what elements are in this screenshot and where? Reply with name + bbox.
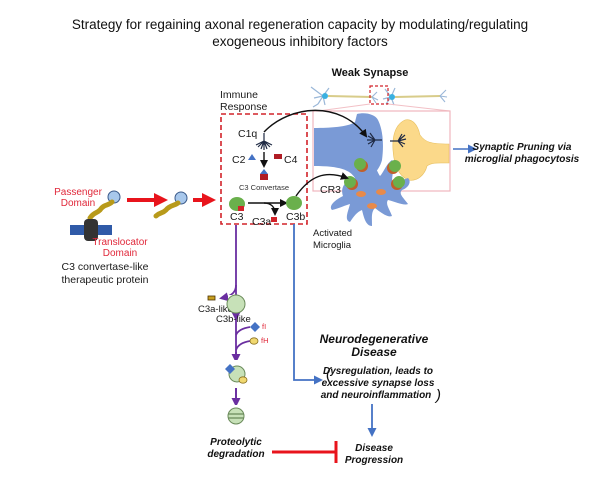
c3b-like-label: C3b-like [216, 314, 251, 325]
synaptic-pruning-line1: Synaptic Pruning via [473, 142, 572, 153]
c3a-like-branch-arrow [219, 284, 237, 302]
factor-i-icon [250, 322, 260, 332]
c1q-label: C1q [238, 128, 257, 140]
c1q-to-synapse-arrow [263, 109, 368, 138]
neuron-left-soma [322, 93, 328, 99]
diagram-title-line1: Strategy for regaining axonal regenerati… [72, 17, 528, 32]
c3a-label: C3a [252, 216, 271, 228]
dysregulation-line2: excessive synapse loss [322, 378, 435, 389]
c3b-icon [286, 196, 302, 210]
passenger-domain-label-line1: Passenger [54, 187, 102, 198]
c3-label: C3 [230, 211, 244, 223]
axon-left [327, 95, 373, 98]
c4-label: C4 [284, 154, 298, 166]
c1q-icon [255, 133, 273, 150]
c4-icon [274, 154, 282, 159]
degraded-fragment-icon [227, 407, 245, 425]
c1q-bound-icon [367, 132, 407, 148]
dysregulation-line3: and neuroinflammation [321, 390, 432, 401]
c2-label: C2 [232, 154, 246, 166]
c3a-cleavage-arrow [263, 202, 279, 216]
postsynaptic-neuron [392, 119, 450, 181]
passenger-domain-label-line2: Domain [61, 198, 95, 209]
open-paren: ( [326, 365, 333, 382]
c3a-icon [271, 217, 277, 222]
translocator-domain-icon [84, 219, 98, 241]
neurodegenerative-disease-line1: Neurodegenerative [320, 332, 429, 346]
cr3-label: CR3 [320, 184, 341, 196]
synapse-zoom-box [369, 85, 389, 105]
c3-convertase-icon [260, 169, 268, 174]
c3b-to-cr3-arrow [295, 172, 349, 197]
neuron-pair-illustration [310, 85, 451, 112]
c3-convertase-label: C3 Convertase [239, 183, 289, 192]
c2-icon [248, 154, 256, 160]
diagram-title-line2: exogeneous inhibitory factors [212, 34, 388, 49]
disease-progression-line1: Disease [355, 443, 393, 454]
immune-response-label-line2: Response [220, 101, 267, 113]
translocator-domain-label-line1: Translocator [92, 237, 148, 248]
therapeutic-protein-name-line1: C3 convertase-like [62, 261, 149, 273]
disease-progression-line2: Progression [345, 455, 403, 466]
fh-label: fH [261, 336, 269, 345]
therapeutic-protein-name-line2: therapeutic protein [62, 274, 149, 286]
proteolytic-degradation-line2: degradation [207, 449, 264, 460]
c3b-label: C3b [286, 211, 305, 223]
neurodegenerative-disease-line2: Disease [351, 345, 397, 359]
activated-microglia-icon [330, 158, 410, 226]
activated-microglia-label-line1: Activated [313, 228, 352, 239]
c3a-like-label: C3a-like [198, 304, 233, 315]
dysregulation-line1: Dysregulation, leads to [323, 366, 433, 377]
weak-synapse-label: Weak Synapse [332, 67, 409, 79]
c3b-like-icon [226, 294, 246, 314]
translocator-domain-label-line2: Domain [103, 248, 137, 259]
neuron-left-icon [310, 86, 330, 108]
activated-microglia-label-line2: Microglia [313, 240, 352, 251]
immune-response-box [220, 113, 308, 225]
proteolytic-degradation-line1: Proteolytic [210, 437, 262, 448]
c3a-like-icon [207, 295, 216, 301]
synaptic-pruning-line2: microglial phagocytosis [465, 154, 580, 165]
c3b-to-disease-arrow [293, 224, 323, 385]
linker-helix-icon [87, 199, 115, 221]
fi-label: fI [262, 322, 266, 331]
c3b-cr3-complexes [344, 158, 405, 190]
factor-h-icon [249, 337, 259, 345]
close-paren: ) [434, 387, 441, 404]
immune-response-label-line1: Immune [220, 89, 258, 101]
